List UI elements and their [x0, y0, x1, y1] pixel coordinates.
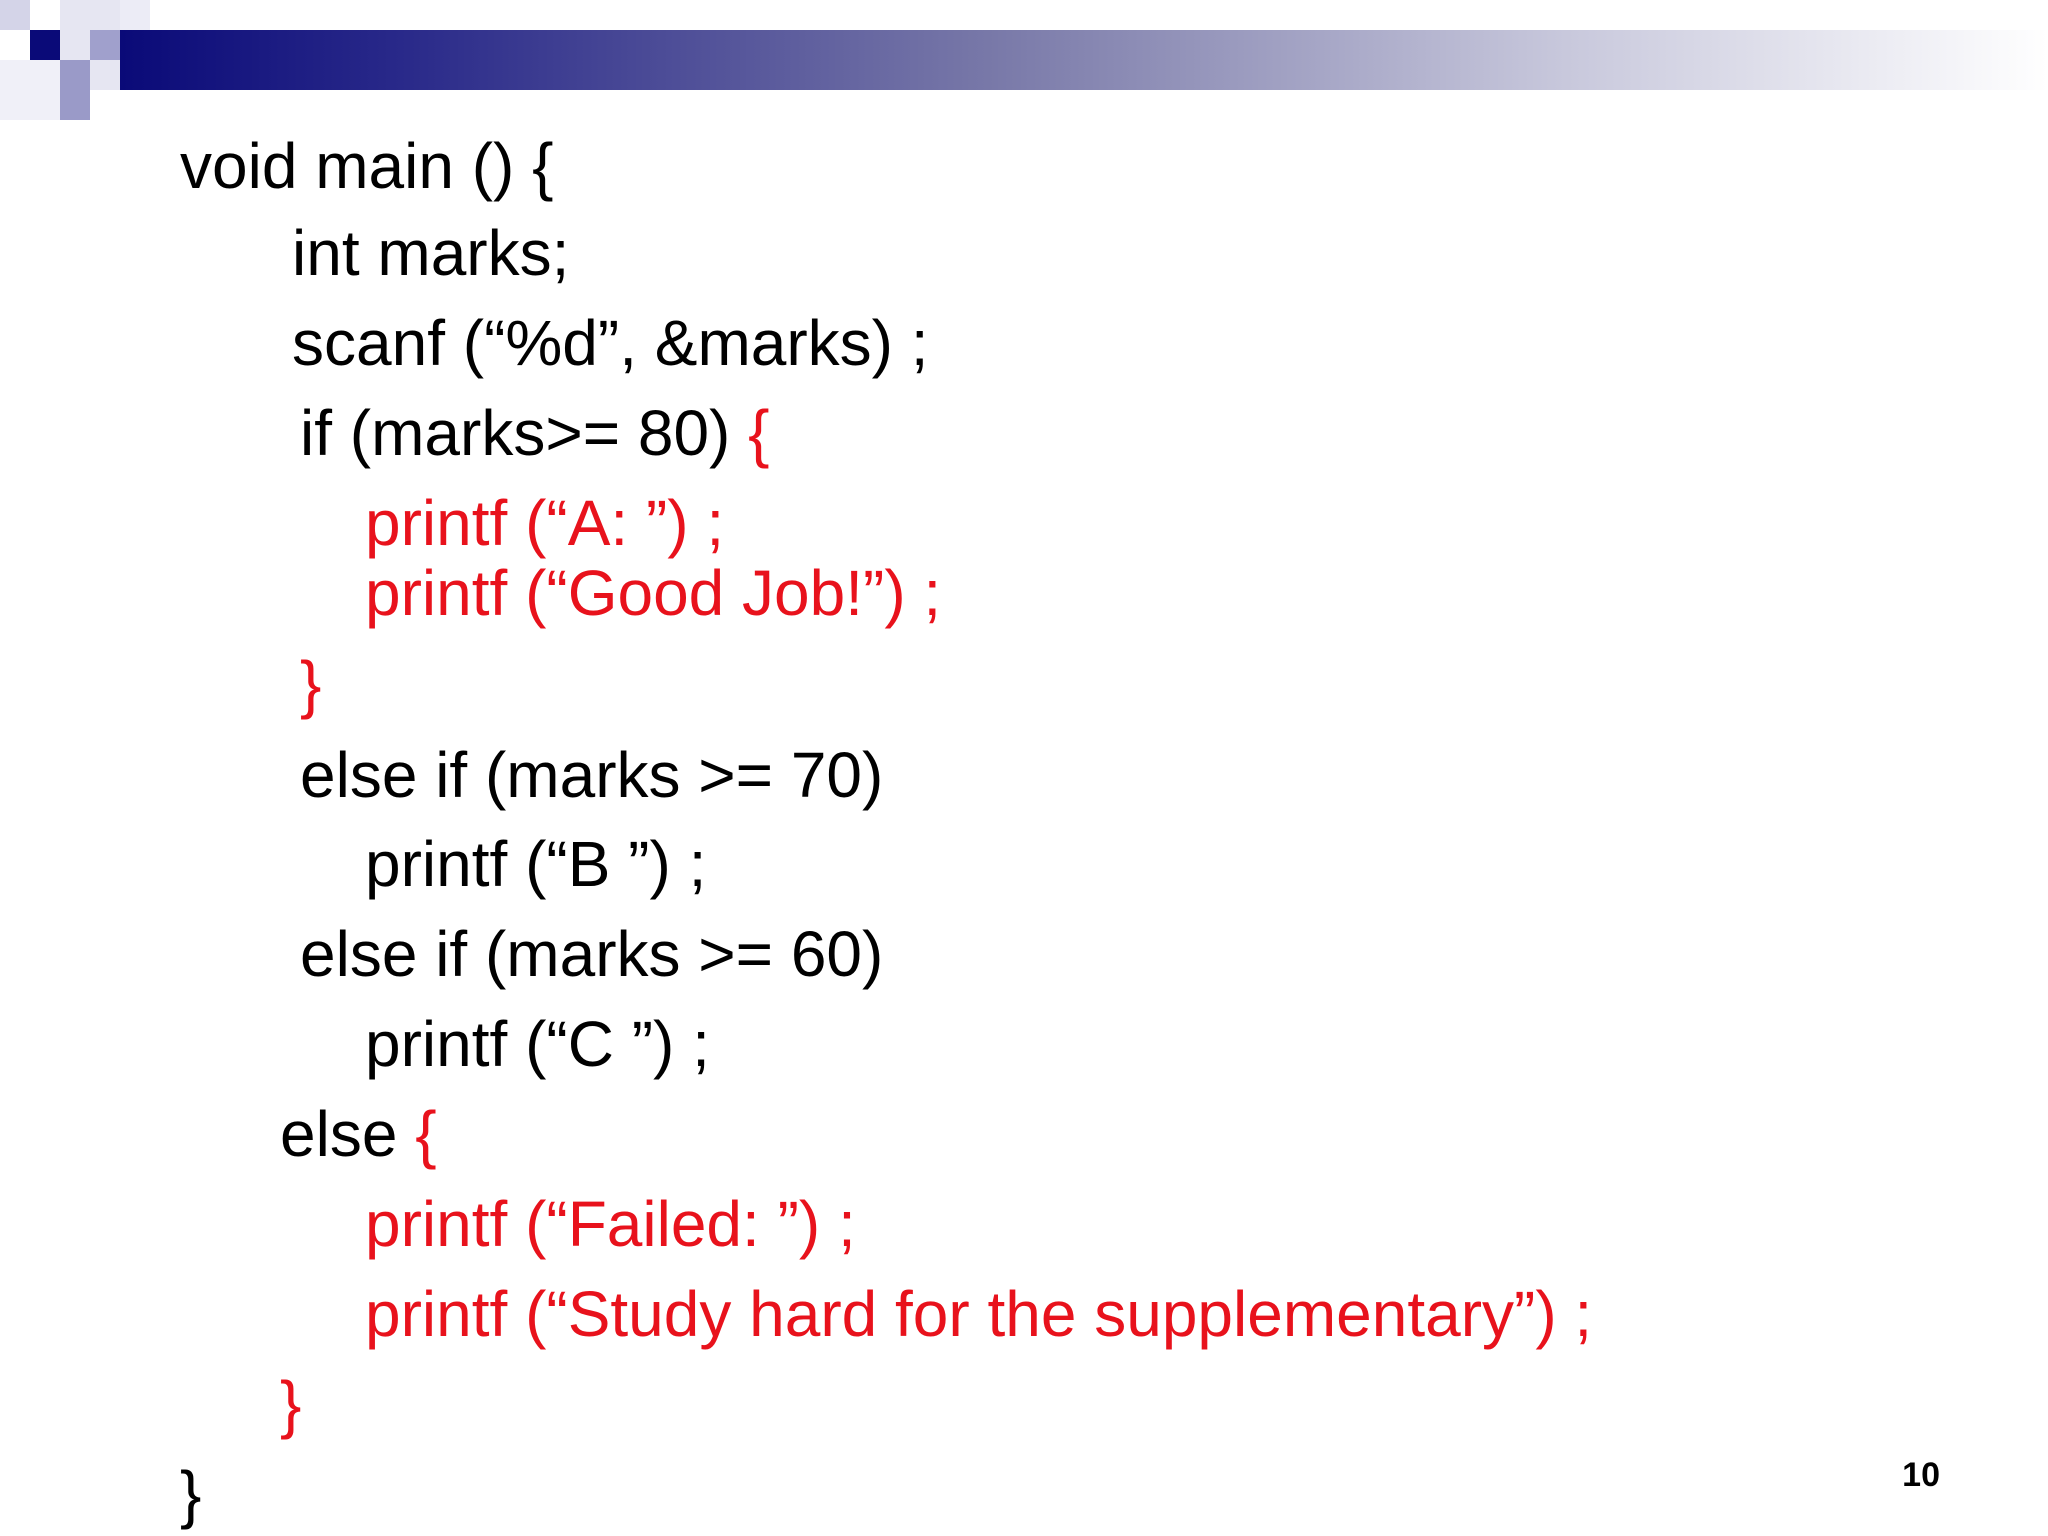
open-brace: {: [415, 1098, 437, 1170]
decor-square: [0, 60, 60, 120]
page-number: 10: [1902, 1456, 1940, 1494]
code-line: else if (marks >= 60): [300, 918, 884, 990]
code-line: printf (“Good Job!”) ;: [365, 557, 942, 629]
code-line: if (marks>= 80) {: [300, 395, 770, 471]
code-line: void main () {: [180, 130, 554, 202]
code-text: else: [280, 1098, 416, 1170]
code-line: printf (“B ”) ;: [365, 828, 707, 900]
code-line: printf (“Failed: ”) ;: [365, 1188, 856, 1260]
title-gradient-bar: [120, 30, 2048, 90]
code-text: if (marks>= 80): [300, 397, 749, 469]
code-line: scanf (“%d”, &marks) ;: [292, 307, 929, 379]
decor-square: [30, 30, 60, 60]
close-brace: }: [180, 1458, 202, 1530]
open-brace: {: [748, 397, 770, 469]
close-brace: }: [280, 1368, 302, 1440]
code-line: printf (“A: ”) ;: [365, 487, 725, 559]
code-line: else if (marks >= 70): [300, 739, 884, 811]
code-line: else {: [280, 1096, 437, 1172]
decor-square: [0, 0, 30, 30]
close-brace: }: [300, 648, 322, 720]
code-line: printf (“C ”) ;: [365, 1008, 710, 1080]
code-line: int marks;: [292, 217, 570, 289]
code-line: printf (“Study hard for the supplementar…: [365, 1278, 1593, 1350]
decor-square: [120, 0, 150, 30]
decor-square: [60, 60, 90, 120]
